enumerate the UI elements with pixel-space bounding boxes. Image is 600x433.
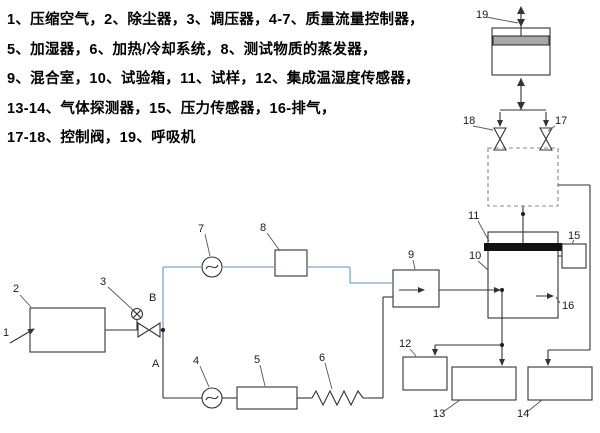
leader-5 [259,364,266,387]
junction-dot [499,342,505,348]
double-arrow-top-icon [517,6,525,27]
heating-cooling-coil-icon [311,389,368,407]
leader-13 [442,399,461,413]
label-17: 17 [555,115,567,127]
label-2: 2 [13,283,19,295]
component-symbols [29,27,593,410]
label-6: 6 [319,352,325,364]
evaporator-box [274,249,308,277]
label-leaders [19,16,575,413]
gas-detector-13-box [451,366,517,401]
pressure-sensor-box [561,243,587,269]
label-15: 15 [568,230,580,242]
leader-10 [477,260,489,271]
mfc7-curve-icon [205,264,219,270]
control-valve-17-icon [539,127,553,151]
leader-6 [324,362,333,390]
test-sample-bar [484,243,562,251]
label-5: 5 [254,354,260,366]
junction-dots [160,211,526,348]
label-3: 3 [100,276,106,288]
label-11: 11 [468,210,479,222]
label-19: 19 [476,9,488,21]
leader-18 [472,125,494,131]
piping-black [9,6,591,399]
label-16: 16 [562,300,574,312]
legend: 1、压缩空气，2、除尘器，3、调压器，4-7、质量流量控制器， 5、加湿器，6、… [7,6,424,154]
legend-line-1: 1、压缩空气，2、除尘器，3、调压器，4-7、质量流量控制器， [7,12,424,28]
humidifier-box [236,386,298,410]
label-18: 18 [463,115,475,127]
label-12: 12 [399,338,411,350]
legend-line-3: 9、混合室，10、试验箱，11、试样，12、集成温湿度传感器， [7,71,420,87]
label-point-a: A [152,358,160,370]
double-arrow-mid-icon [517,78,525,110]
leader-19 [485,16,519,24]
leader-7 [204,233,211,257]
dust-remover-box [29,307,106,353]
leader-9 [412,259,416,270]
leader-15 [571,239,575,245]
upper-plenum-box [487,147,559,207]
label-9: 9 [408,249,414,261]
legend-line-2: 5、加湿器，6、加热/冷却系统，8、测试物质的蒸发器， [7,41,377,58]
respirator-piston [492,35,550,46]
junction-dot [499,287,505,293]
piping-blue [162,266,393,330]
temp-humidity-sensor-box [402,356,448,391]
junction-dot [160,327,166,333]
pressure-regulator-valve-icon [137,321,161,339]
mixing-chamber-box [392,269,440,308]
label-4: 4 [193,355,199,367]
compressed-air-inlet-arrow [9,328,35,344]
control-valve-18-icon [493,127,507,151]
leader-8 [266,232,281,252]
leader-11 [477,220,490,242]
label-7: 7 [198,223,204,235]
mfc4-curve-icon [205,395,219,401]
junction-dot [520,211,526,217]
gauge-cross-icon [132,309,142,319]
leader-3 [107,286,134,311]
label-8: 8 [260,222,266,234]
gas-detector-14-box [527,366,593,401]
leader-14 [526,399,543,413]
leader-12 [409,348,417,357]
label-1: 1 [3,327,9,339]
label-14: 14 [517,408,529,420]
label-point-b: B [149,292,156,304]
leader-16 [555,296,561,304]
label-13: 13 [433,408,445,420]
legend-line-5: 17-18、控制阀，19、呼吸机 [7,130,196,146]
leader-4 [199,365,210,388]
number-labels: 1 2 3 4 5 6 7 8 9 10 11 12 13 14 15 16 1… [3,9,580,420]
leader-17 [547,125,556,132]
legend-line-4: 13-14、气体探测器，15、压力传感器，16-排气， [7,100,336,117]
label-10: 10 [469,250,481,262]
leader-2 [19,294,32,308]
